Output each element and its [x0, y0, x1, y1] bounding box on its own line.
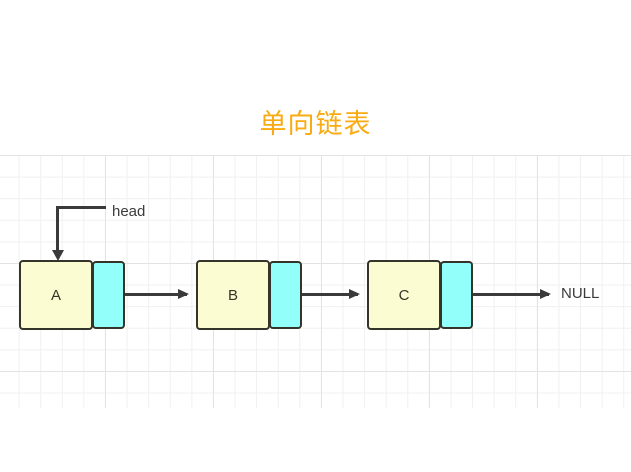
- link-arrow-b-to-c: [302, 289, 360, 299]
- node-c-data-cell: C: [367, 260, 441, 330]
- node-a-data-cell: A: [19, 260, 93, 330]
- head-label: head: [112, 203, 146, 220]
- node-b-pointer-cell: [269, 261, 302, 329]
- null-terminator-label: NULL: [561, 285, 600, 302]
- node-b-data-cell: B: [196, 260, 270, 330]
- grid-background: [0, 155, 631, 408]
- head-arrowhead-icon: [51, 250, 64, 261]
- head-connector-horizontal-segment: [56, 206, 106, 209]
- link-arrow-a-to-b: [125, 289, 189, 299]
- node-c-pointer-cell: [440, 261, 473, 329]
- head-connector-vertical-segment: [56, 206, 59, 252]
- node-a-pointer-cell: [92, 261, 125, 329]
- link-arrow-c-to-null: [473, 289, 551, 299]
- diagram-title: 单向链表: [259, 109, 372, 140]
